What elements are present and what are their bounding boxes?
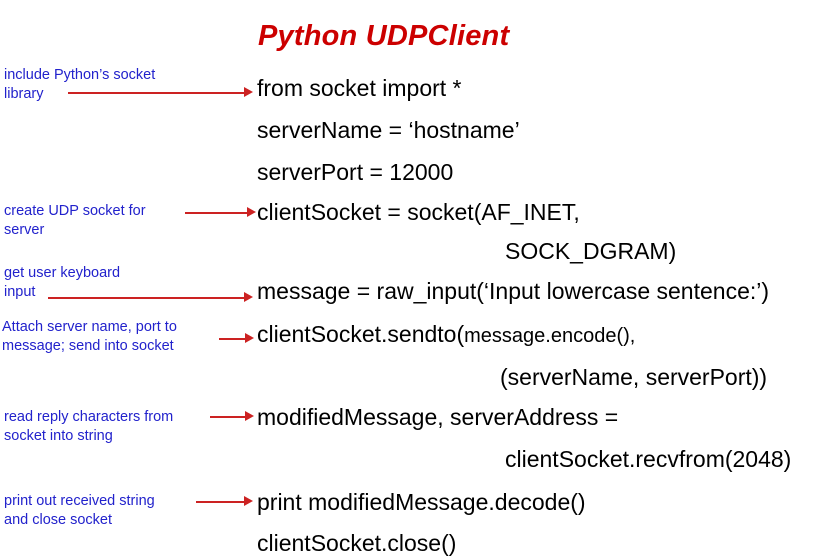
code-line-server-port: serverPort = 12000	[257, 161, 453, 184]
code-text: (serverName, serverPort))	[500, 364, 768, 390]
annotation-line: server	[4, 222, 45, 238]
annotation-line: library	[4, 86, 44, 102]
leader-arrow-icon-print-and-close	[196, 496, 253, 507]
code-line-import: from socket import *	[257, 77, 462, 100]
page-title: Python UDPClient	[258, 20, 510, 52]
code-line-send-addr: (serverName, serverPort))	[500, 366, 767, 389]
annotation-read-reply-characters: read reply characters from socket into st…	[4, 408, 173, 446]
arrow-head	[244, 496, 253, 506]
annotation-line: input	[4, 284, 36, 300]
code-text: clientSocket.close()	[257, 530, 457, 556]
leader-arrow-icon-read-reply-characters	[210, 411, 254, 422]
code-text: SOCK_DGRAM)	[505, 238, 677, 264]
arrow-head	[245, 333, 254, 343]
code-text: serverPort = 12000	[257, 159, 454, 185]
annotation-line: socket into string	[4, 428, 113, 444]
code-text: message = raw_input(‘Input lowercase sen…	[257, 278, 770, 304]
annotation-attach-server-name-port: Attach server name, port to message; send…	[2, 318, 177, 356]
arrow-head	[244, 292, 253, 302]
leader-arrow-icon-attach-server-name-port	[219, 333, 254, 344]
code-line-recv-assign: modifiedMessage, serverAddress =	[257, 406, 618, 429]
code-line-close-socket: clientSocket.close()	[257, 532, 456, 555]
code-line-server-name: serverName = ‘hostname’	[257, 119, 520, 142]
annotation-line: get user keyboard	[4, 265, 121, 281]
code-text: clientSocket.sendto(	[257, 321, 465, 347]
annotation-line: and close socket	[4, 512, 113, 528]
leader-arrow-icon-create-udp-socket	[185, 207, 256, 218]
annotation-print-and-close: print out received string and close socke…	[4, 492, 155, 530]
code-line-recvfrom: clientSocket.recvfrom(2048)	[505, 448, 791, 471]
arrow-head	[244, 87, 253, 97]
code-line-create-socket: clientSocket = socket(AF_INET,	[257, 201, 580, 224]
arrow-head	[245, 411, 254, 421]
code-text: serverName = ‘hostname’	[257, 117, 520, 143]
code-text: clientSocket = socket(AF_INET,	[257, 199, 580, 225]
code-text: clientSocket.recvfrom(2048)	[505, 446, 792, 472]
annotation-line: print out received string	[4, 493, 155, 509]
arrow-shaft	[219, 338, 246, 340]
code-text-continuation: message.encode(),	[464, 325, 636, 347]
annotation-line: read reply characters from	[4, 409, 174, 425]
arrow-head	[247, 207, 256, 217]
code-text: print modifiedMessage.decode()	[257, 489, 586, 515]
annotation-create-udp-socket: create UDP socket for server	[4, 202, 146, 240]
code-line-sendto: clientSocket.sendto(message.encode(),	[257, 321, 636, 347]
code-line-read-input: message = raw_input(‘Input lowercase sen…	[257, 280, 769, 303]
code-text: from socket import *	[257, 75, 462, 101]
annotation-include-socket-library: include Python’s socket library	[4, 66, 155, 104]
code-text: modifiedMessage, serverAddress =	[257, 404, 619, 430]
arrow-shaft	[196, 501, 245, 503]
arrow-shaft	[210, 416, 246, 418]
annotation-line: create UDP socket for	[4, 203, 146, 219]
annotation-line: include Python’s socket	[4, 67, 156, 83]
annotation-line: message; send into socket	[2, 338, 174, 354]
annotation-get-user-keyboard-input: get user keyboard input	[4, 264, 120, 302]
code-line-sock-dgram: SOCK_DGRAM)	[505, 240, 676, 263]
arrow-shaft	[185, 212, 248, 214]
annotation-line: Attach server name, port to	[2, 319, 177, 335]
code-line-print-msg: print modifiedMessage.decode()	[257, 491, 586, 514]
